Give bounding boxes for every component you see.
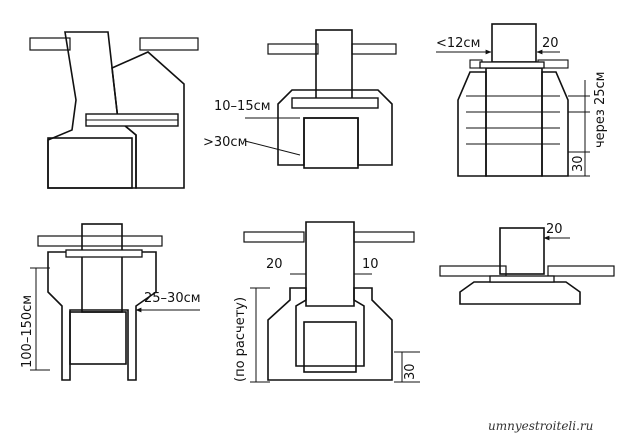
wall-hatched <box>491 23 537 63</box>
label-10-15cm: 10–15см <box>214 99 271 114</box>
label-20: 20 <box>266 257 283 272</box>
label-100-150cm: 100–150см <box>20 295 35 368</box>
wall-hatched <box>81 223 123 313</box>
label-30: 30 <box>571 155 586 172</box>
label-lt-12cm: <12см <box>436 36 480 51</box>
label-gt-30cm: >30см <box>203 135 247 150</box>
wall-hatched <box>305 221 355 307</box>
concrete-side-right <box>541 71 569 177</box>
wall-hatched <box>499 227 545 275</box>
section-top-center: 10–15см >30см <box>203 29 397 169</box>
concrete-slab <box>459 281 581 305</box>
label-20: 20 <box>542 36 559 51</box>
label-by-calculation: (по расчету) <box>233 297 248 382</box>
section-top-left <box>29 31 199 189</box>
concrete-u-shell <box>267 287 393 381</box>
section-bottom-center: 20 10 (по расчету) 30 <box>233 221 420 383</box>
rubble-foundation <box>47 137 133 189</box>
tie-bolts <box>466 95 560 145</box>
needle-beam <box>291 97 379 109</box>
label-30: 30 <box>403 363 418 380</box>
rubble-foundation <box>69 311 127 365</box>
watermark: umnyestroiteli.ru <box>488 419 593 433</box>
section-bottom-right: 20 <box>439 222 615 305</box>
concrete-underpinning <box>47 251 157 381</box>
label-step-25cm: через 25см <box>593 72 608 148</box>
section-bottom-left: 100–150см 25–30см <box>20 223 201 381</box>
rubble-foundation <box>303 117 359 169</box>
ground-slab-left <box>29 37 71 51</box>
rubble-foundation <box>303 321 357 373</box>
section-top-right: <12см 20 через 25см 30 <box>436 23 608 177</box>
label-10: 10 <box>362 257 379 272</box>
concrete-side-left <box>457 71 487 177</box>
label-20: 20 <box>546 222 563 237</box>
old-wall-hatched <box>47 31 137 189</box>
rubble-foundation <box>485 67 543 177</box>
label-25-30cm: 25–30см <box>144 291 201 306</box>
ground-slab-right <box>139 37 199 51</box>
